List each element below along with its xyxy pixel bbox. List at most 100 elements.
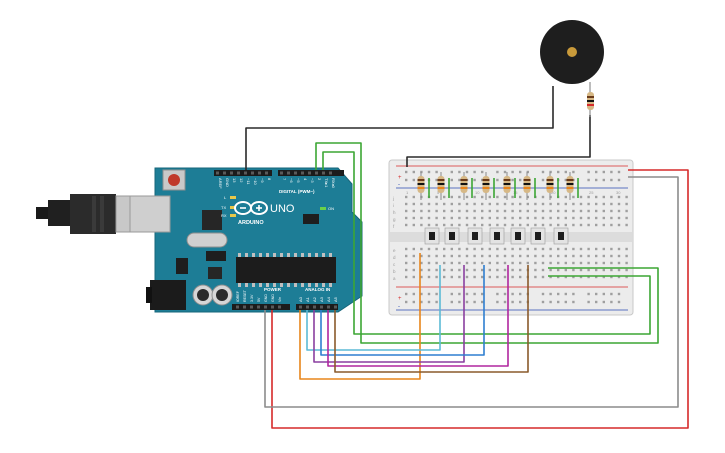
- resistor: [460, 172, 473, 200]
- analog-header-label: ANALOG IN: [305, 287, 330, 292]
- resistor: [566, 172, 579, 200]
- push-button[interactable]: [530, 227, 546, 245]
- row-letter-e: e: [393, 248, 396, 253]
- row-letter-b: b: [393, 269, 396, 274]
- col-number-30: 30: [616, 190, 621, 195]
- arduino-logo-text: ARDUINO: [238, 220, 264, 226]
- icsp-header-1: [303, 214, 319, 224]
- wire-a0: [299, 253, 421, 380]
- digital-pin-label: 13: [232, 178, 237, 183]
- digital-pin-label: 12: [239, 178, 244, 183]
- wire-green-outer: [315, 142, 659, 344]
- wires: [245, 86, 689, 429]
- usb-port: [129, 195, 171, 233]
- wire-a4: [327, 265, 509, 367]
- wire-a3: [320, 265, 485, 356]
- resistor: [523, 172, 536, 200]
- led-tx: [230, 206, 236, 209]
- push-button[interactable]: [553, 227, 569, 245]
- digital-pin-label: ~3: [310, 178, 315, 183]
- col-number-25: 25: [589, 190, 594, 195]
- digital-pin-holes: [216, 171, 332, 175]
- arduino-logo-icon: [234, 201, 268, 215]
- rail-minus-label-top: -: [398, 182, 400, 188]
- reset-button-cap[interactable]: [168, 174, 180, 186]
- push-button[interactable]: [510, 227, 526, 245]
- digital-header-left: [214, 170, 272, 176]
- on-label: ON: [328, 206, 334, 211]
- digital-pin-label: ~6: [289, 178, 294, 183]
- led-l: [230, 196, 236, 199]
- digital-pin-label: TX▸1: [324, 178, 329, 188]
- digital-pin-label: GND: [225, 178, 230, 187]
- voltage-regulator: [176, 258, 188, 274]
- digital-pin-label: ~10: [253, 178, 258, 186]
- icsp-header-2: [206, 251, 226, 261]
- digital-pin-label: AREF: [218, 178, 223, 189]
- digital-header-label: DIGITAL (PWM~): [279, 189, 315, 194]
- bottom-pin-holes: [236, 305, 337, 309]
- row-letter-c: c: [393, 262, 396, 267]
- resistor: [503, 172, 516, 200]
- digital-pin-label: 7: [282, 178, 287, 181]
- led-label-rx: RX: [221, 213, 227, 218]
- board-model: UNO: [270, 203, 295, 215]
- power-pin-label: RESET: [243, 289, 247, 302]
- push-button[interactable]: [489, 227, 505, 245]
- row-letter-i: i: [393, 203, 394, 208]
- rail-plus-label-top: +: [398, 175, 402, 181]
- wire-a1: [306, 265, 441, 351]
- analog-pin-label: A1: [305, 296, 310, 302]
- digital-pin-label: ~5: [296, 178, 301, 183]
- usb-cable-plug: [36, 207, 48, 219]
- power-pin-label: 5V: [257, 297, 261, 302]
- analog-header: [296, 304, 338, 310]
- atmega-pins: [238, 253, 332, 287]
- wire-a2: [313, 265, 465, 363]
- analog-pin-label: A3: [319, 296, 324, 302]
- analog-pin-label: A2: [312, 296, 317, 302]
- digital-pin-label: 4: [303, 178, 308, 181]
- led-label-tx: TX: [221, 205, 226, 210]
- digital-pin-label: ~11: [246, 178, 251, 185]
- led-label-l: L: [224, 195, 227, 200]
- power-jack: [150, 280, 186, 310]
- push-buttons: [424, 227, 569, 245]
- rail-minus-label-bottom: -: [398, 304, 400, 310]
- power-header-label: POWER: [264, 287, 282, 292]
- pull-resistors: [417, 172, 579, 200]
- analog-pin-label: A0: [298, 296, 303, 302]
- buzzer-center: [567, 47, 577, 57]
- analog-pin-label: A4: [326, 296, 331, 302]
- digital-pin-label: 8: [267, 178, 272, 181]
- wire-green-inner: [322, 151, 651, 335]
- usb-chip: [202, 210, 222, 230]
- row-letter-j: j: [392, 196, 394, 201]
- power-pin-label: 3.3V: [250, 294, 254, 302]
- led-rx: [230, 214, 236, 217]
- resistor: [546, 172, 559, 200]
- power-pin-label: GND: [264, 294, 268, 302]
- wire-rail-to-buzzer-resistor: [406, 115, 591, 167]
- push-button[interactable]: [444, 227, 460, 245]
- row-letter-h: h: [393, 210, 396, 215]
- atmega-chip: [236, 257, 336, 283]
- rail-plus-label-bottom: +: [398, 296, 402, 302]
- power-pin-label: IOREF: [236, 290, 240, 302]
- arduino-pcb: [154, 167, 363, 313]
- crystal-oscillator: [186, 232, 228, 248]
- push-button[interactable]: [424, 227, 440, 245]
- piezo-buzzer: [540, 20, 604, 117]
- row-letter-d: d: [393, 255, 396, 260]
- small-chip: [208, 267, 222, 279]
- col-number-5: 5: [437, 190, 440, 195]
- row-letter-g: g: [393, 217, 396, 222]
- push-button[interactable]: [467, 227, 483, 245]
- wire-a5: [334, 265, 529, 373]
- row-letter-f: f: [393, 224, 395, 229]
- power-header: [232, 304, 290, 310]
